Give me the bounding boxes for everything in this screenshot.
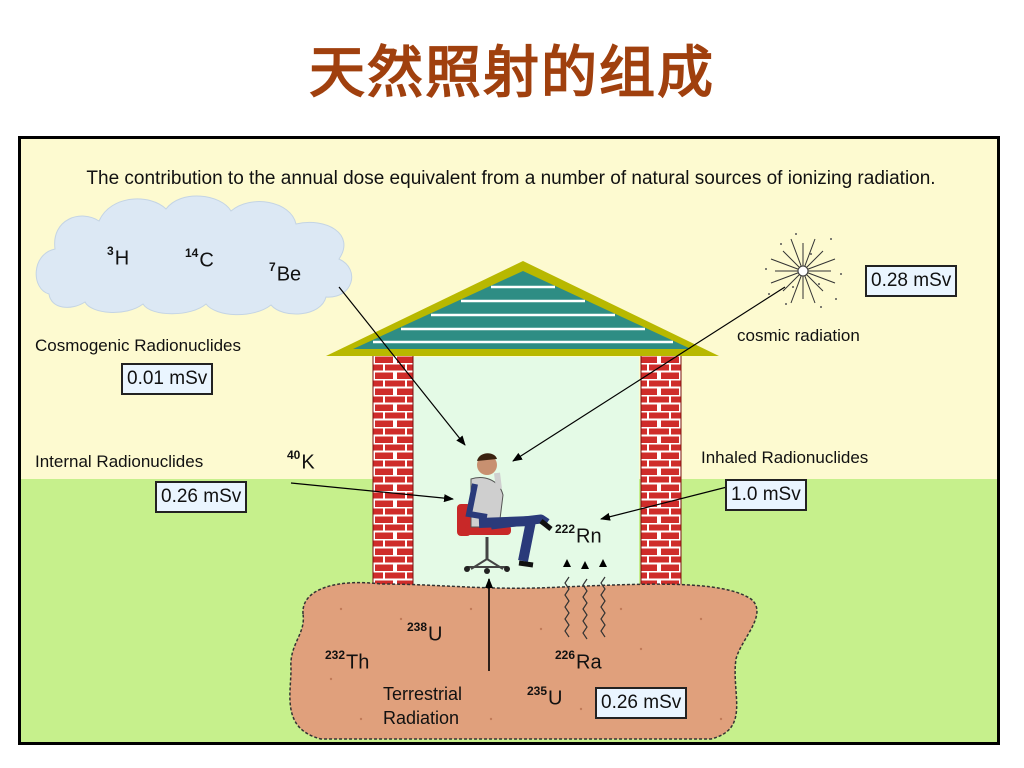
roof-stripes: [373, 285, 673, 344]
terrestrial-dose: 0.26 mSv: [595, 687, 688, 719]
right-wall: [640, 354, 682, 596]
page-title: 天然照射的组成: [309, 40, 715, 106]
seated-person: [457, 453, 553, 574]
cosmic-dose: 0.28 mSv: [865, 265, 958, 297]
inhaled-arrow: [600, 486, 728, 521]
cosmic-arrow: [512, 286, 786, 462]
cosmogenic-label: Cosmogenic Radionuclides: [35, 336, 242, 355]
inhaled-dose: 1.0 mSv: [725, 479, 807, 511]
nuclide-rn222: 222Rn: [555, 522, 602, 548]
cosmogenic-dose: 0.01 mSv: [121, 363, 214, 395]
internal-arrow: [290, 482, 454, 503]
nuclide-u235: 235U: [527, 684, 563, 710]
nuclide-be7: 7Be: [269, 260, 302, 286]
nuclide-ra226: 226Ra: [555, 648, 602, 674]
cosmic-speckle: [765, 233, 842, 308]
diagram-caption: The contribution to the annual dose equi…: [86, 168, 936, 189]
terrestrial-label-line2: Radiation: [383, 708, 460, 728]
nuclide-k40: 40K: [287, 448, 315, 474]
nuclide-c14: 14C: [185, 246, 214, 272]
radon-squiggles: [564, 576, 606, 640]
nuclide-th232: 232Th: [325, 648, 370, 674]
internal-dose: 0.26 mSv: [155, 481, 248, 513]
terrestrial-label-line1: Terrestrial: [383, 684, 463, 704]
nuclide-u238: 238U: [407, 620, 443, 646]
cloud: [35, 195, 353, 316]
left-wall: [372, 354, 414, 596]
diagram-frame: The contribution to the annual dose equi…: [18, 136, 1000, 745]
diagram-canvas: [21, 139, 997, 742]
cosmic-label: cosmic radiation: [737, 326, 860, 345]
nuclide-h3: 3H: [107, 244, 130, 270]
internal-label: Internal Radionuclides: [35, 452, 204, 471]
radon-arrowheads: [563, 559, 607, 569]
radiation-arrows: [290, 286, 786, 671]
cosmogenic-arrow: [338, 286, 466, 446]
inhaled-label: Inhaled Radionuclides: [701, 448, 869, 467]
